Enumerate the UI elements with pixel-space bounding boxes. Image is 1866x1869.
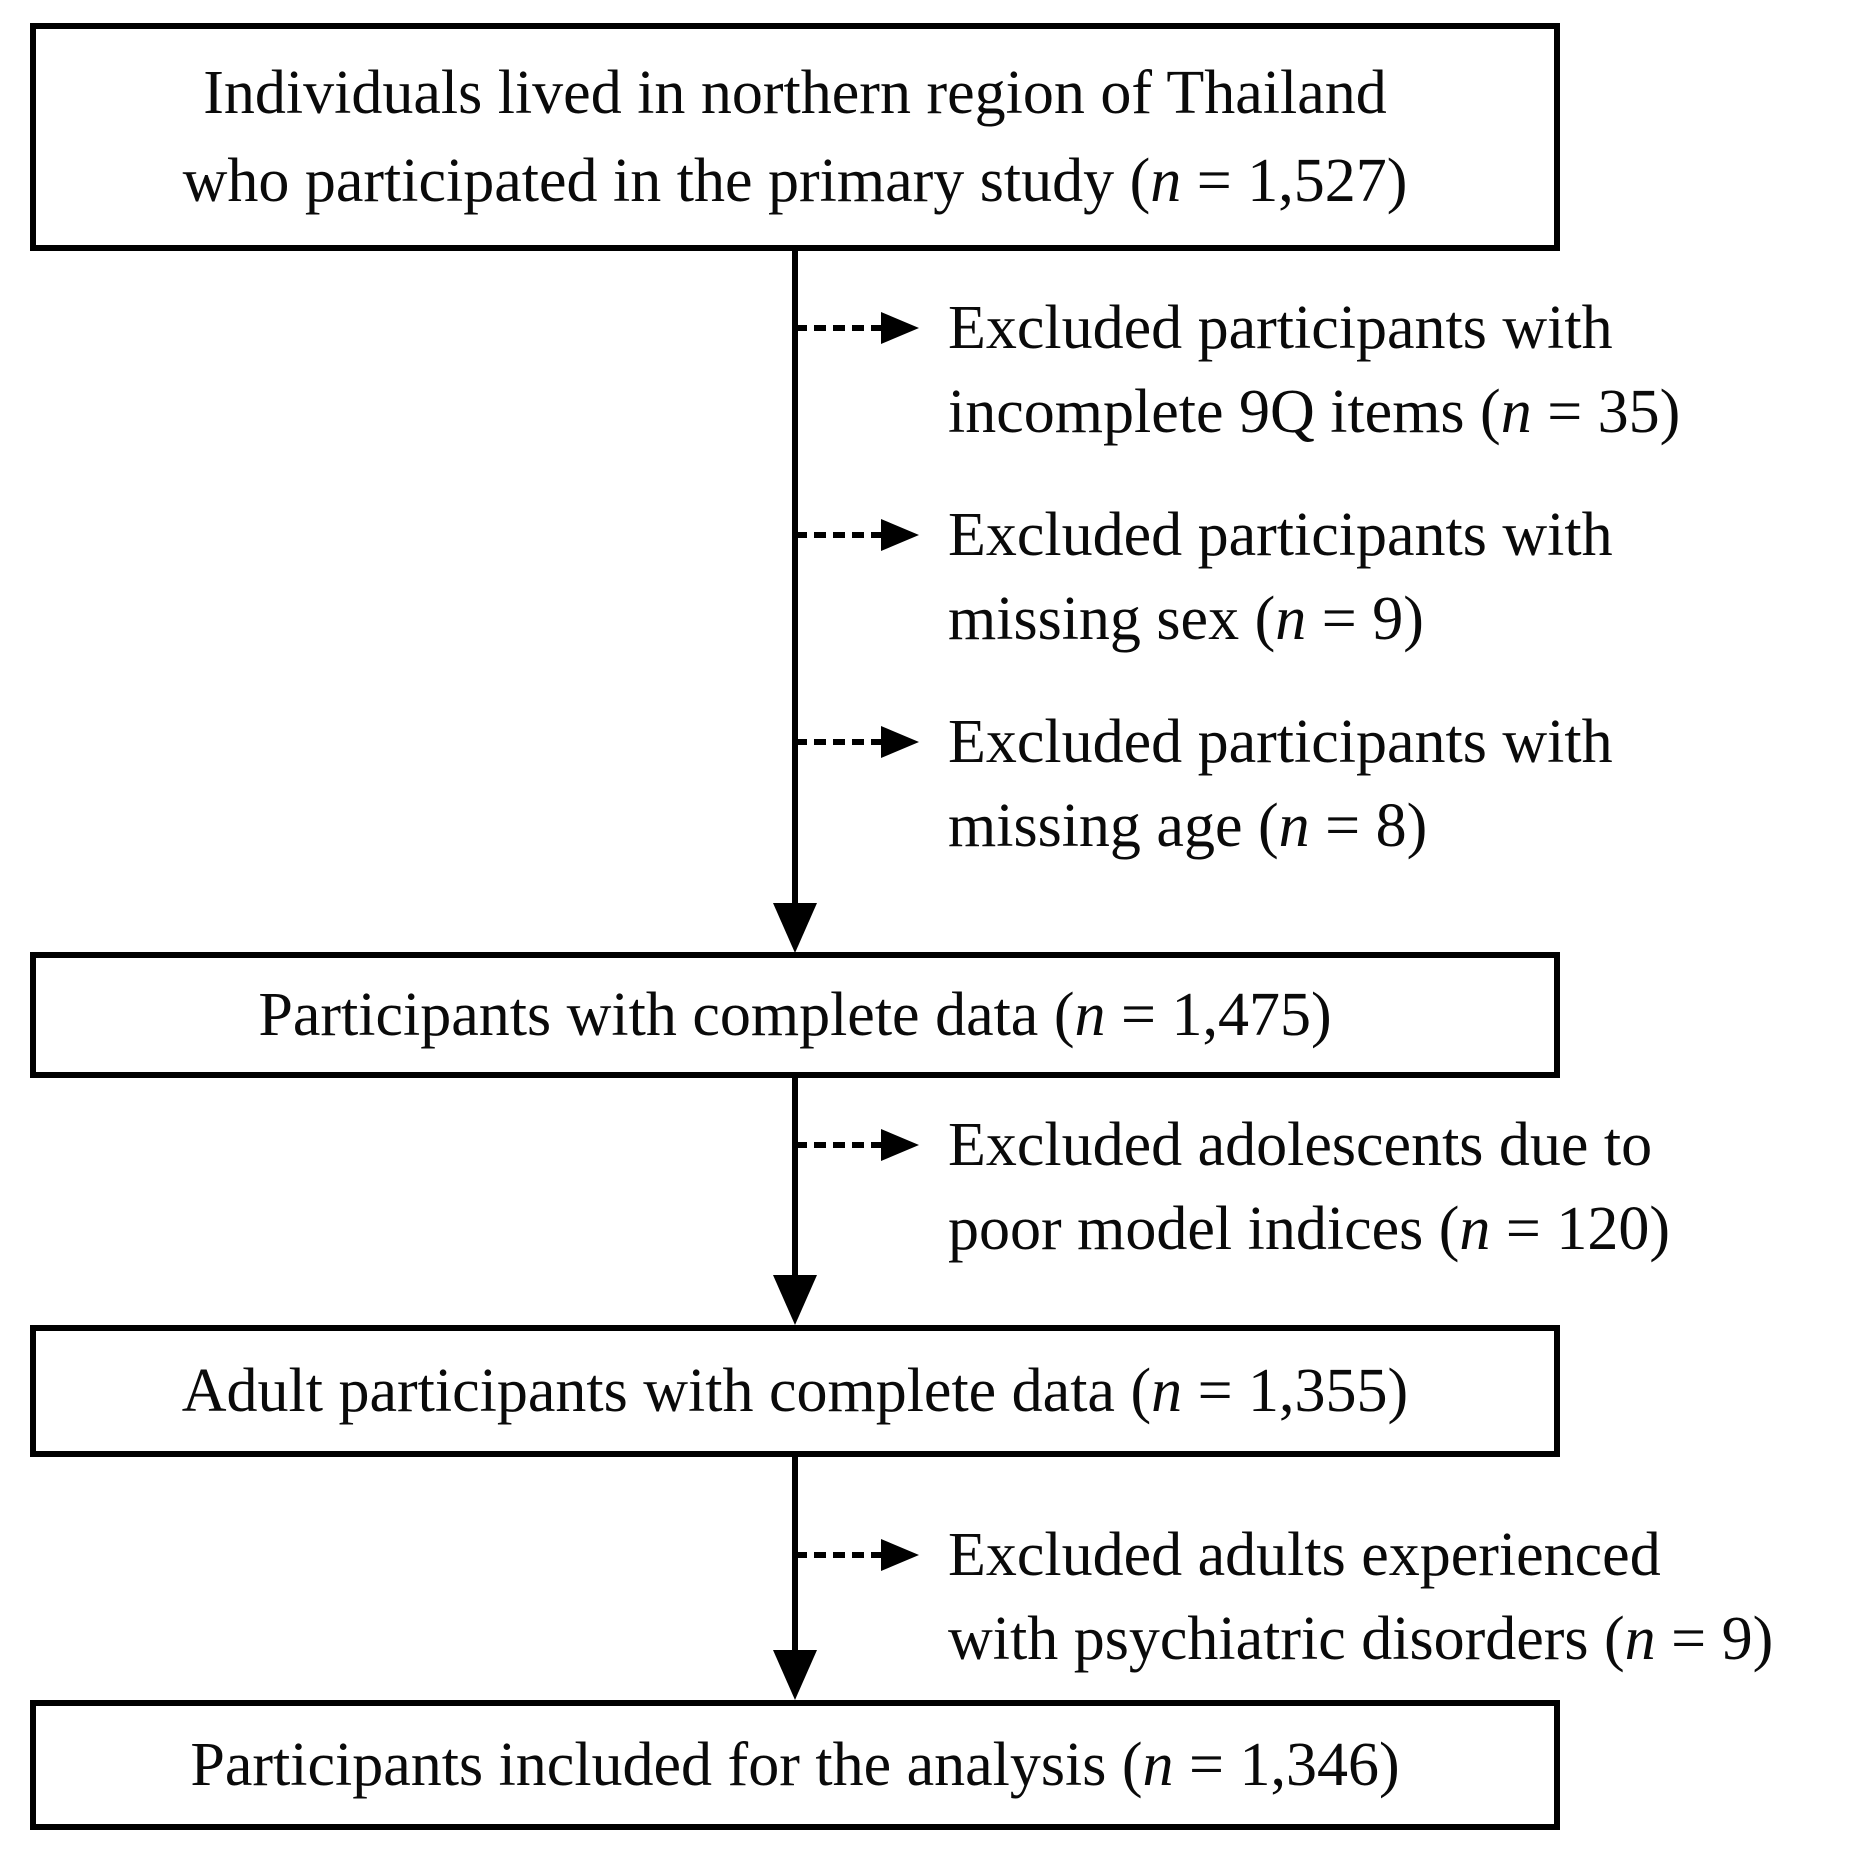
dashed-arrow-line-2	[795, 532, 883, 538]
exclusion-text-line: missing sex (n = 9)	[948, 585, 1424, 653]
exclusion-text-line: incomplete 9Q items (n = 35)	[948, 378, 1681, 446]
exclusion-note-incomplete-9q: Excluded participants with incomplete 9Q…	[948, 286, 1680, 454]
exclusion-text-line: Excluded participants with	[948, 501, 1613, 569]
down-arrowhead-2-icon	[773, 1275, 817, 1325]
box-text-line: who participated in the primary study (n…	[182, 147, 1408, 215]
box-text-line: Participants with complete data (n = 1,4…	[258, 981, 1332, 1049]
right-arrowhead-1-icon	[881, 312, 919, 344]
box-text-line: Participants included for the analysis (…	[190, 1731, 1400, 1799]
exclusion-note-adolescents: Excluded adolescents due to poor model i…	[948, 1103, 1670, 1271]
exclusion-text-line: Excluded adolescents due to	[948, 1111, 1653, 1179]
flow-box-primary-study: Individuals lived in northern region of …	[30, 23, 1560, 251]
exclusion-note-missing-sex: Excluded participants with missing sex (…	[948, 493, 1613, 661]
right-arrowhead-4-icon	[881, 1129, 919, 1161]
dashed-arrow-line-3	[795, 739, 883, 745]
exclusion-text-line: poor model indices (n = 120)	[948, 1195, 1671, 1263]
dashed-arrow-line-1	[795, 325, 883, 331]
right-arrowhead-5-icon	[881, 1539, 919, 1571]
flow-box-included-for-analysis: Participants included for the analysis (…	[30, 1700, 1560, 1830]
down-arrowhead-1-icon	[773, 903, 817, 953]
exclusion-note-psychiatric-disorders: Excluded adults experienced with psychia…	[948, 1513, 1773, 1681]
right-arrowhead-3-icon	[881, 726, 919, 758]
dashed-arrow-line-4	[795, 1142, 883, 1148]
flow-box-complete-data: Participants with complete data (n = 1,4…	[30, 952, 1560, 1078]
down-arrow-line-2	[792, 1078, 798, 1278]
exclusion-note-missing-age: Excluded participants with missing age (…	[948, 700, 1613, 868]
flow-box-adult-complete-data: Adult participants with complete data (n…	[30, 1325, 1560, 1457]
down-arrowhead-3-icon	[773, 1650, 817, 1700]
right-arrowhead-2-icon	[881, 519, 919, 551]
exclusion-text-line: missing age (n = 8)	[948, 792, 1428, 860]
exclusion-text-line: with psychiatric disorders (n = 9)	[948, 1605, 1774, 1673]
dashed-arrow-line-5	[795, 1552, 883, 1558]
down-arrow-line-1	[792, 250, 798, 905]
box-text-line: Adult participants with complete data (n…	[181, 1357, 1409, 1425]
exclusion-text-line: Excluded participants with	[948, 294, 1613, 362]
box-text-line: Individuals lived in northern region of …	[203, 59, 1387, 127]
exclusion-text-line: Excluded adults experienced	[948, 1521, 1661, 1589]
exclusion-text-line: Excluded participants with	[948, 708, 1613, 776]
